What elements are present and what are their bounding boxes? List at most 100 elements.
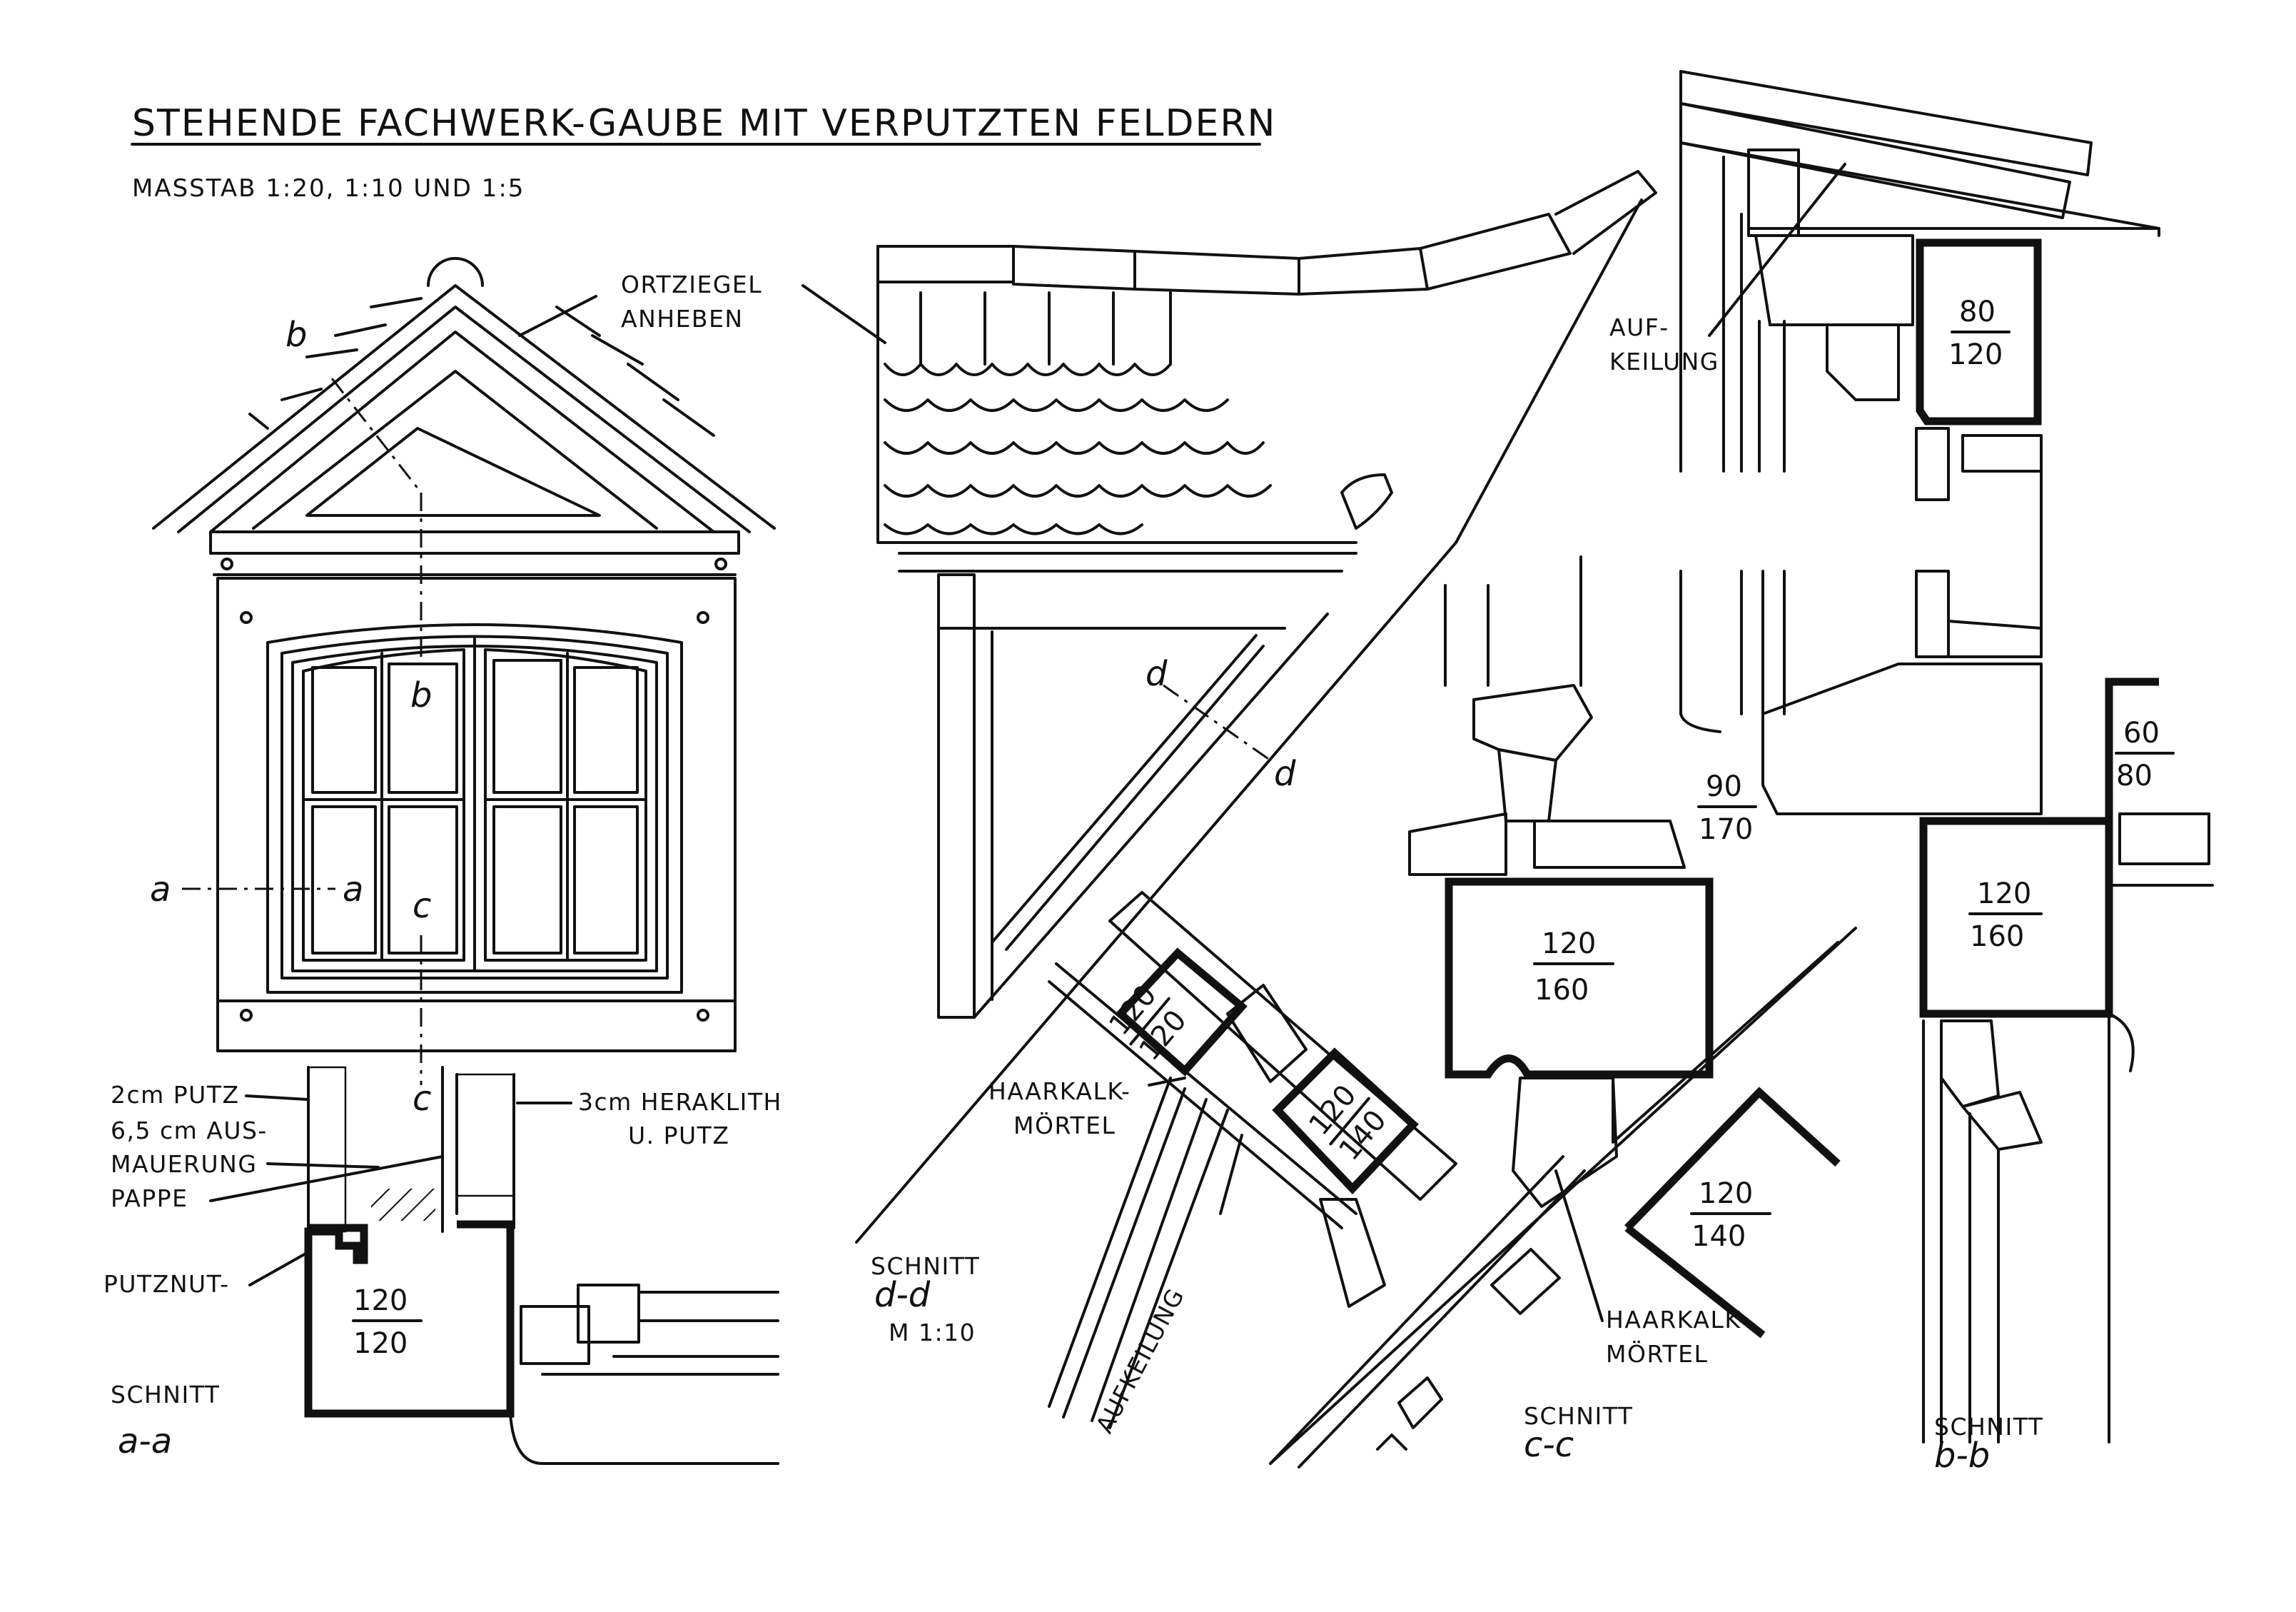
eave-board bbox=[209, 530, 740, 555]
label-haarkalk-dd-2: MÖRTEL bbox=[1013, 1111, 1116, 1139]
cut-line-d bbox=[1163, 684, 1271, 762]
leader-haarkalk-dd bbox=[1148, 1077, 1186, 1087]
cc-main-den: 160 bbox=[1534, 974, 1589, 1007]
roof-board-line bbox=[209, 331, 715, 533]
dd-lower-hatch bbox=[1319, 1198, 1386, 1308]
label-putznut: PUTZNUT- bbox=[103, 1270, 230, 1298]
section-mark-a-right: a bbox=[343, 870, 363, 910]
section-mark-d-top: d bbox=[1146, 654, 1168, 694]
dd-dim-b-bar bbox=[1329, 1097, 1370, 1146]
bb-sill-num: 90 bbox=[1706, 770, 1742, 803]
aa-section-label: SCHNITT bbox=[111, 1381, 220, 1409]
bb-roof-2 bbox=[1679, 102, 2071, 219]
bb-lower-sash-2 bbox=[1961, 1091, 2043, 1151]
ridge-tile-2 bbox=[1012, 245, 1136, 291]
side-roof-outline bbox=[876, 245, 1357, 544]
aa-dim-den: 120 bbox=[353, 1327, 408, 1360]
aa-plaster-left bbox=[307, 1066, 347, 1233]
pane-tr bbox=[492, 659, 562, 794]
sill-bolt-right bbox=[697, 1009, 709, 1022]
main-slope bbox=[973, 613, 1329, 1019]
dd-section-mark: d-d bbox=[874, 1275, 931, 1315]
dd-dim-a-bar bbox=[1129, 997, 1170, 1046]
ridge-tile-5 bbox=[1419, 213, 1572, 291]
dd-post-120x140 bbox=[1272, 1047, 1419, 1194]
cheek-slope-1 bbox=[991, 634, 1258, 944]
label-haarkalk-cc-1: HAARKALK- bbox=[1606, 1306, 1748, 1334]
gable-triangle bbox=[305, 427, 601, 517]
section-mark-b-top: b bbox=[285, 315, 307, 355]
cc-main-num: 120 bbox=[1542, 927, 1596, 960]
window-sash-right bbox=[484, 648, 647, 962]
gable-frame bbox=[252, 370, 658, 530]
beaver-tail-tiles bbox=[884, 291, 1393, 535]
dd-aufkeilung-block bbox=[1226, 984, 1308, 1083]
section-mark-b-bottom: b bbox=[410, 675, 432, 715]
aa-lower-line bbox=[509, 1412, 779, 1465]
section-a-a: 120 120 2cm PUTZ 6,5 cm AUS- MAUERUNG PA… bbox=[103, 1066, 782, 1465]
bb-sill-90x170 bbox=[1761, 663, 2043, 815]
ridge-tile-4 bbox=[1298, 247, 1429, 296]
cc-sash-mid bbox=[1497, 748, 1557, 822]
label-heraklith-1: 3cm HERAKLITH bbox=[578, 1088, 782, 1116]
sill-bolt-left bbox=[240, 1009, 253, 1022]
label-ortziegel-1: ORTZIEGEL bbox=[621, 271, 762, 298]
cc-post-120x140 bbox=[1624, 1087, 1841, 1339]
section-mark-a-left: a bbox=[150, 870, 171, 910]
bb-main-num: 120 bbox=[1977, 877, 2031, 910]
pane-br2 bbox=[573, 805, 639, 954]
pane-bl bbox=[311, 805, 377, 954]
dd-section-label: SCHNITT bbox=[871, 1252, 980, 1280]
long-roof-slope bbox=[855, 198, 1643, 1244]
aa-heraklith bbox=[455, 1073, 515, 1197]
section-mark-c-bottom: c bbox=[413, 1079, 431, 1119]
bb-section-mark: b-b bbox=[1934, 1436, 1990, 1476]
cc-wedge bbox=[1490, 1248, 1561, 1315]
window-sash-left bbox=[302, 648, 465, 962]
label-haarkalk-cc-2: MÖRTEL bbox=[1606, 1339, 1708, 1368]
aa-section-mark: a-a bbox=[118, 1421, 172, 1461]
bb-post-80x120 bbox=[1916, 238, 2042, 425]
cc-mortar bbox=[1512, 1077, 1618, 1208]
section-c-c: 120 160 120 140 HAARKALK- MÖRTEL SCHNITT… bbox=[1269, 555, 1857, 1469]
side-elevation: d d bbox=[801, 170, 1657, 1244]
drawing-title: STEHENDE FACHWERK-GAUBE MIT VERPUTZTEN F… bbox=[132, 102, 1276, 145]
scale-note: MASSTAB 1:20, 1:10 UND 1:5 bbox=[132, 174, 525, 203]
section-mark-d-bottom: d bbox=[1274, 754, 1296, 794]
leader-ausmauerung bbox=[266, 1162, 380, 1169]
cc-section-mark: c-c bbox=[1524, 1425, 1574, 1465]
bb-sill-den: 170 bbox=[1699, 813, 1753, 846]
bb-top-den: 120 bbox=[1948, 338, 2003, 371]
cc-frame-right bbox=[1533, 820, 1686, 869]
dd-section-scale: M 1:10 bbox=[889, 1319, 976, 1346]
bb-right-den: 80 bbox=[2116, 760, 2153, 792]
bb-head-sash bbox=[1826, 323, 1900, 401]
pane-br bbox=[492, 805, 562, 954]
bb-head-block bbox=[1754, 234, 1914, 326]
label-aufkeilung-top-1: AUF- bbox=[1609, 313, 1669, 341]
section-b-b: 80 120 90 170 120 160 60 80 bbox=[1609, 70, 2214, 1476]
eave-bolt-left bbox=[221, 558, 233, 570]
pane-tl2 bbox=[311, 666, 377, 794]
leader-pappe bbox=[209, 1155, 444, 1202]
aa-window-frame bbox=[520, 1305, 590, 1365]
bb-heraklith-bottom bbox=[1947, 620, 2043, 658]
window-frame bbox=[280, 635, 669, 979]
label-ortziegel-2: ANHEBEN bbox=[621, 305, 744, 333]
leader-putznut bbox=[248, 1251, 308, 1286]
aa-dim-num: 120 bbox=[353, 1284, 408, 1317]
ridge-tile-3 bbox=[1133, 250, 1300, 296]
bb-right-frame bbox=[2105, 677, 2159, 871]
bb-main-den: 160 bbox=[1970, 920, 2024, 953]
cc-rafter-lines bbox=[1269, 1155, 1586, 1469]
bb-section-label: SCHNITT bbox=[1934, 1413, 2043, 1441]
bb-lower-curve bbox=[1679, 712, 1721, 733]
section-d-d: 120 120 120 140 HAARKALK- MÖRTEL AUFKEIL… bbox=[871, 891, 1457, 1438]
roof-outline bbox=[152, 284, 776, 530]
bb-plaster-bottom bbox=[1915, 570, 1950, 658]
leader-putz bbox=[245, 1094, 308, 1101]
bb-top-num: 80 bbox=[1959, 296, 1996, 328]
bb-roof-top bbox=[1679, 70, 2093, 176]
window-casing bbox=[266, 623, 683, 994]
